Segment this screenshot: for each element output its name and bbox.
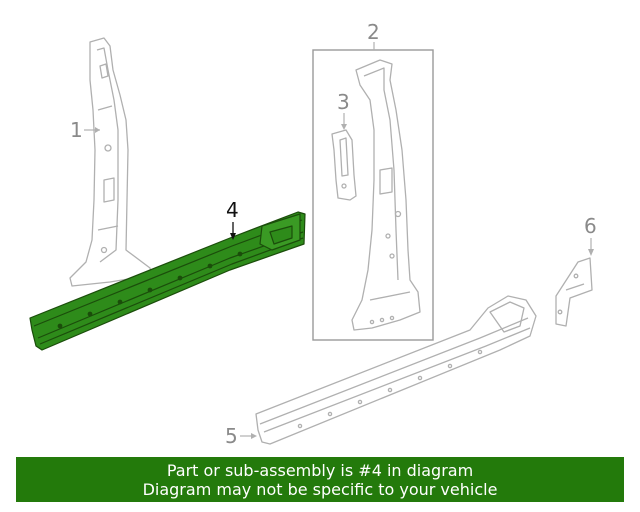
- part-5-rocker-outer[interactable]: [255, 295, 537, 445]
- part-2-pillar[interactable]: [351, 59, 421, 331]
- leader-5-arrow: [251, 433, 257, 439]
- part-3-reinforcement[interactable]: [331, 129, 357, 201]
- callout-5[interactable]: 5: [225, 424, 238, 448]
- banner-line-1: Part or sub-assembly is #4 in diagram: [166, 460, 474, 480]
- callout-1[interactable]: 1: [70, 118, 83, 142]
- leader-3-arrow: [341, 124, 347, 130]
- callout-4[interactable]: 4: [226, 198, 239, 222]
- callout-2[interactable]: 2: [367, 20, 380, 44]
- part-4-rocker-inner-highlighted[interactable]: [29, 211, 306, 351]
- banner-line-2: Diagram may not be specific to your vehi…: [142, 479, 498, 499]
- part-6-bracket[interactable]: [555, 257, 593, 327]
- callout-6[interactable]: 6: [584, 214, 597, 238]
- part-2-box: [312, 49, 434, 341]
- part-1-pillar[interactable]: [69, 37, 153, 287]
- leader-6-arrow: [588, 249, 594, 256]
- callout-3[interactable]: 3: [337, 90, 350, 114]
- parts-diagram: [29, 37, 594, 445]
- leader-1-arrow: [95, 127, 100, 133]
- leader-4-arrow: [230, 233, 236, 240]
- info-banner: Part or sub-assembly is #4 in diagram Di…: [16, 457, 624, 502]
